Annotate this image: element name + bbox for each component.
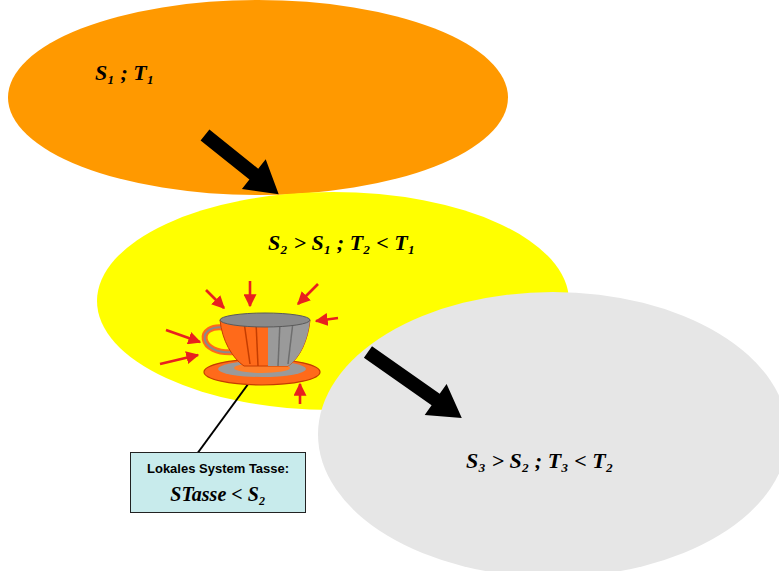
pressure-arrows <box>160 281 338 404</box>
callout-box: Lokales System Tasse: STasse < S₂ <box>130 452 306 513</box>
cup-handle <box>205 327 236 352</box>
ellipse-shape <box>318 292 779 571</box>
callout-heading: Lokales System Tasse: <box>147 461 289 478</box>
state-formula: S₃ > S₂ ; T₃ < T₂ <box>466 448 613 474</box>
state-ellipse: S₃ > S₂ ; T₃ < T₂ <box>318 292 779 571</box>
state-ellipse: S₁ ; T₁ <box>8 0 508 195</box>
ellipse-shape <box>8 0 508 195</box>
callout-formula: STasse < S₂ <box>170 482 265 506</box>
state-formula: S₂ > S₁ ; T₂ < T₁ <box>268 230 415 256</box>
leader-line <box>194 376 254 458</box>
state-formula: S₁ ; T₁ <box>95 60 154 86</box>
cup-handle-line <box>205 327 236 352</box>
saucer <box>204 359 320 385</box>
cup-body <box>220 313 310 366</box>
